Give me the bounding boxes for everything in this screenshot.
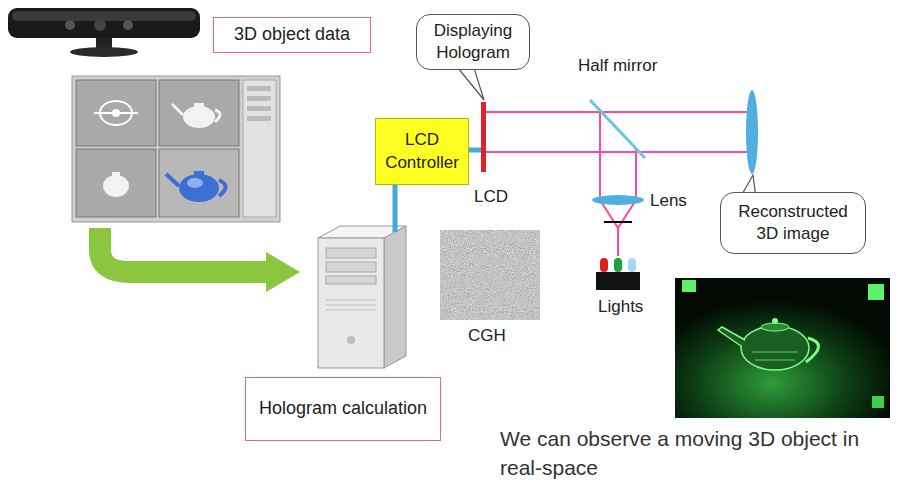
software-screenshot	[72, 76, 280, 222]
part-label: Lights	[598, 297, 643, 317]
reconstruction-photo	[675, 278, 890, 418]
box-text: 3D object data	[234, 23, 350, 46]
caption: We can observe a moving 3D object in rea…	[500, 424, 866, 483]
lens	[592, 195, 644, 205]
output-lens	[746, 90, 758, 174]
callout-bubble: Reconstructed 3D image	[720, 192, 866, 254]
computer-tower	[318, 226, 406, 368]
kinect-sensor	[8, 8, 200, 57]
part-label: Half mirror	[578, 56, 657, 76]
flow-arrow	[100, 228, 300, 292]
part-label: Lens	[650, 191, 687, 211]
part-label: CGH	[468, 326, 506, 346]
box-text: LCD Controller	[384, 129, 460, 173]
cgh-pattern	[440, 230, 540, 320]
box-text: Reconstructed 3D image	[729, 201, 857, 245]
led-lights	[596, 258, 640, 290]
pinhole	[604, 221, 632, 223]
callout-bubble: Displaying Hologram	[416, 14, 530, 70]
box-text: Hologram calculation	[259, 397, 427, 420]
controller-box: LCD Controller	[375, 118, 469, 185]
process-box: Hologram calculation	[245, 377, 441, 441]
input-box: 3D object data	[213, 17, 371, 53]
box-text: Displaying Hologram	[425, 20, 521, 64]
half-mirror	[590, 100, 645, 158]
callout-tail	[458, 68, 484, 100]
lcd-panel	[481, 102, 486, 172]
part-label: LCD	[474, 187, 508, 207]
